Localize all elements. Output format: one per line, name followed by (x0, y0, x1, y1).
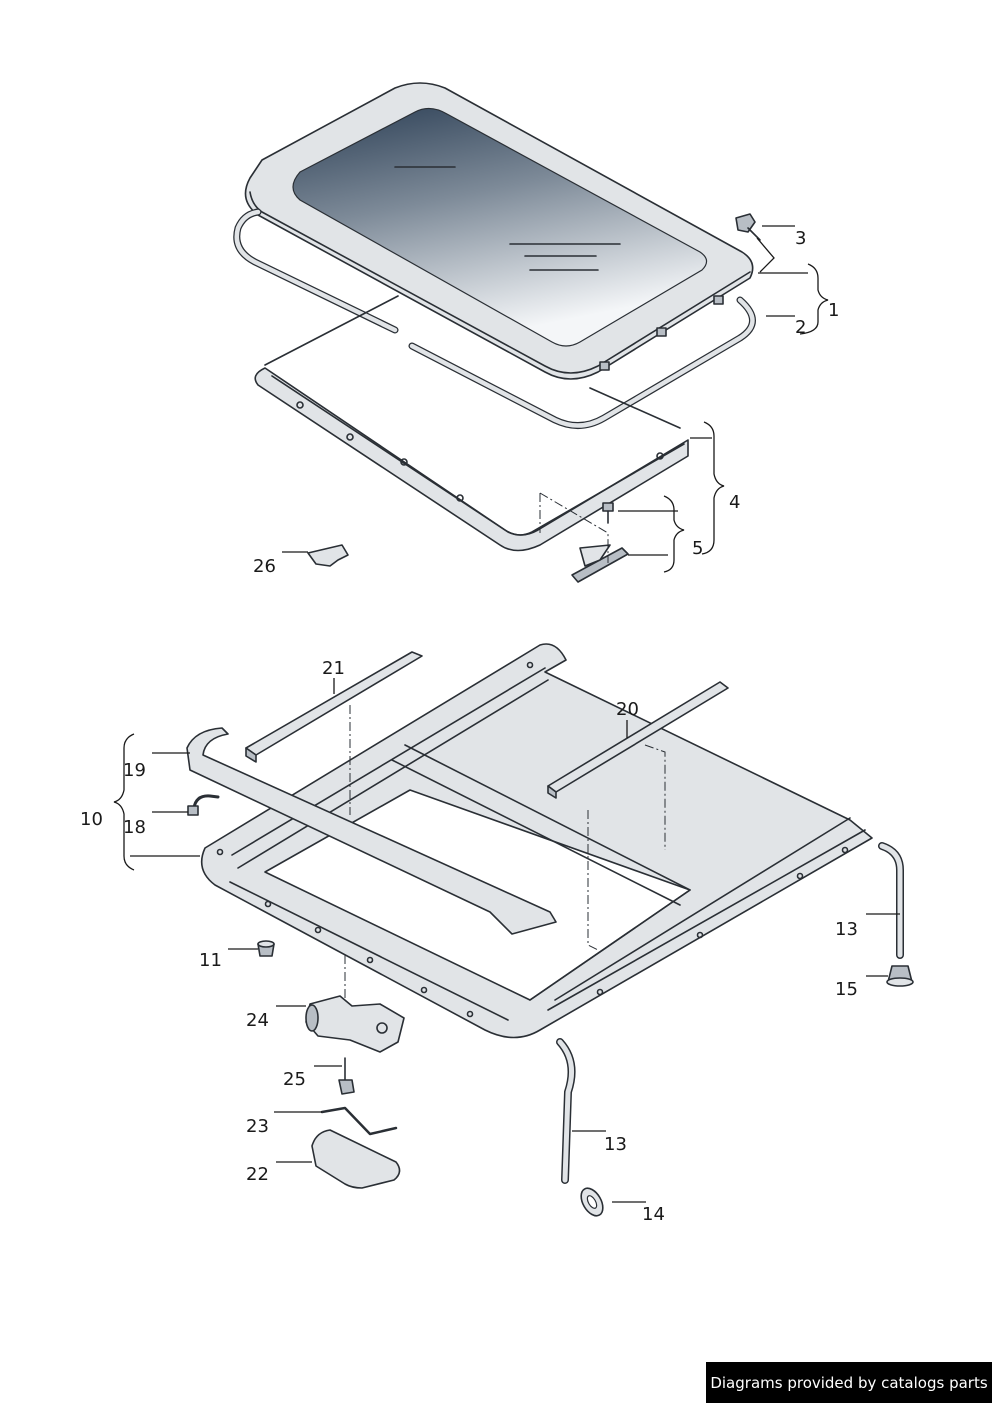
callout-15: 15 (835, 979, 858, 1000)
callout-11: 11 (199, 950, 222, 971)
callout-26: 26 (253, 556, 276, 577)
credit-banner: Diagrams provided by catalogs parts (706, 1362, 992, 1403)
cover-22 (311, 1129, 401, 1189)
seal-2-left (233, 208, 399, 334)
clip-26 (307, 544, 349, 567)
credit-text: Diagrams provided by catalogs parts (710, 1373, 988, 1392)
callout-19: 19 (123, 760, 146, 781)
callout-13-right: 13 (835, 919, 858, 940)
guide-rail-20 (547, 681, 729, 799)
guide-shoe-5 (571, 544, 629, 583)
callout-20: 20 (616, 699, 639, 720)
wire-spring-23 (320, 1106, 398, 1136)
group-brackets (113, 263, 829, 871)
screw-3 (735, 213, 761, 241)
motor-24 (305, 995, 405, 1053)
callout-labels: 1 2 3 4 5 26 21 20 19 10 18 11 13 15 24 … (80, 228, 858, 1225)
ring-14 (580, 1187, 604, 1217)
screw-5 (602, 502, 614, 524)
callout-24: 24 (246, 1010, 269, 1031)
sunroof-frame-10 (200, 643, 873, 1039)
callout-21: 21 (322, 658, 345, 679)
callout-14: 14 (642, 1204, 665, 1225)
wind-deflector-19 (186, 727, 557, 935)
callout-3: 3 (795, 228, 806, 249)
drain-hose-13-right (878, 842, 904, 959)
glass-panel (244, 82, 754, 380)
bolt-25 (338, 1057, 355, 1095)
callout-4: 4 (729, 492, 740, 513)
leader-lines (130, 225, 900, 1203)
grommet-11 (257, 940, 275, 957)
callout-23: 23 (246, 1116, 269, 1137)
callout-18: 18 (123, 817, 146, 838)
callout-22: 22 (246, 1164, 269, 1185)
callout-10: 10 (80, 809, 103, 830)
callout-13-left: 13 (604, 1134, 627, 1155)
seal-2-right (408, 296, 756, 429)
frame-mounting-holes (216, 661, 849, 1018)
callout-25: 25 (283, 1069, 306, 1090)
drain-valve-15 (886, 965, 914, 987)
guide-rail-21 (245, 651, 423, 763)
callout-5: 5 (692, 538, 703, 559)
panel-frame-4 (254, 295, 689, 552)
drain-hose-13-left (556, 1038, 576, 1184)
spring-clip-18 (187, 794, 220, 816)
callout-1: 1 (828, 300, 839, 321)
callout-2: 2 (795, 317, 806, 338)
